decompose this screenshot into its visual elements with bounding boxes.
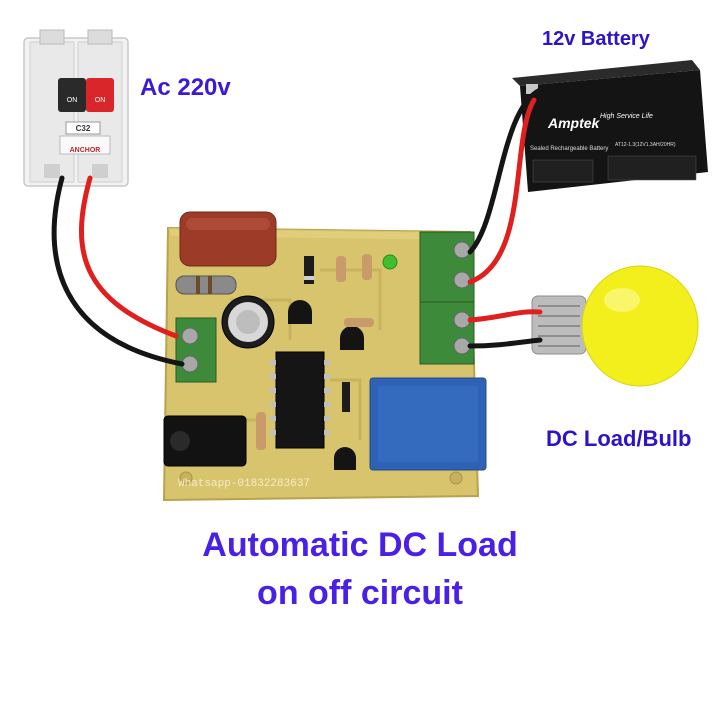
terminal-block-battery: [419, 231, 475, 303]
power-resistor: [175, 275, 237, 295]
resistor-2: [362, 254, 372, 280]
bulb: [531, 265, 699, 387]
resistor-4: [256, 412, 266, 450]
battery-model: AT12-1.3(12V1.3AH/20HR): [615, 142, 676, 148]
breaker-on-left: ON: [67, 97, 78, 104]
load-label: DC Load/Bulb: [546, 426, 692, 451]
bulb-glass: [581, 265, 699, 387]
battery-label: 12v Battery: [542, 28, 650, 50]
terminal-block-ac: [175, 317, 217, 383]
battery: Amptek High Service Life Sealed Recharge…: [512, 60, 708, 192]
breaker-on-right: ON: [95, 97, 106, 104]
diode-1: [304, 256, 314, 284]
terminal-block-load: [419, 301, 475, 365]
circuit-breaker: ON ON C32 ANCHOR: [23, 29, 129, 187]
pcb-contact-text: Whatsapp-01832283637: [178, 478, 310, 490]
resistor-1: [336, 256, 346, 282]
ac-label: Ac 220v: [140, 74, 231, 101]
wires: [51, 87, 543, 367]
breaker-rating: C32: [76, 124, 91, 133]
wire-load-black: [467, 337, 543, 349]
wire-ac-black: [51, 175, 185, 367]
transistor-2: [340, 326, 364, 350]
battery-slogan: High Service Life: [600, 113, 653, 120]
wire-ac-red: [79, 175, 179, 339]
dc-jack: [163, 415, 247, 467]
ic-chip: [275, 351, 325, 449]
breaker-handle-left: [58, 78, 86, 112]
title-line-2: on off circuit: [257, 574, 463, 612]
battery-type: Sealed Rechargeable Battery: [530, 146, 608, 152]
breaker-handle-right: [86, 78, 114, 112]
wire-battery-black: [467, 87, 543, 255]
wire-battery-red: [467, 97, 537, 285]
green-led: [382, 254, 398, 270]
pcb-board: Whatsapp-01832283637: [162, 211, 487, 502]
transistor-3: [334, 447, 356, 470]
wire-load-red: [467, 309, 543, 323]
transistor-1: [288, 300, 312, 324]
diode-2: [342, 382, 350, 412]
title-line-1: Automatic DC Load: [202, 526, 518, 564]
resistor-3: [344, 318, 374, 327]
battery-brand: Amptek: [547, 115, 601, 131]
breaker-brand: ANCHOR: [70, 147, 101, 154]
